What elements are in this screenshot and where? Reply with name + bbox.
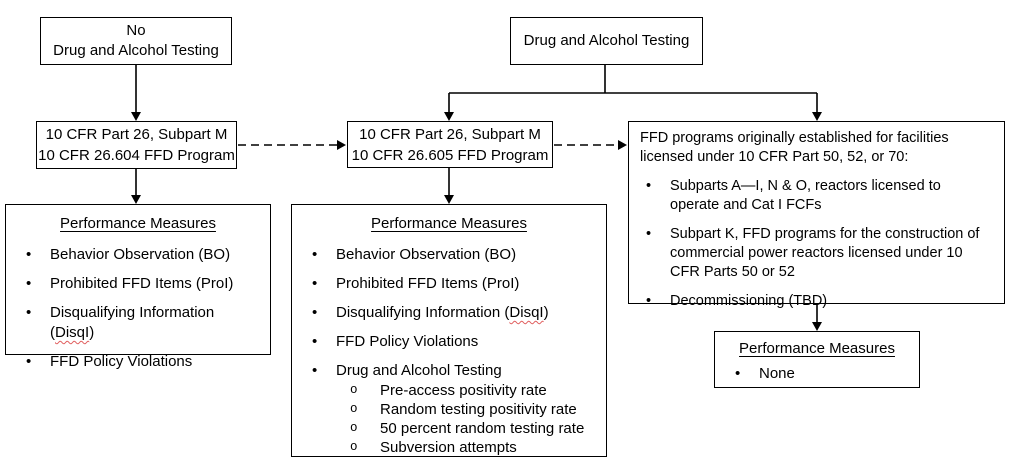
bullet-icon: • (312, 275, 318, 292)
list-item: • Subpart K, FFD programs for the constr… (646, 225, 993, 282)
pm-middle-title: Performance Measures (371, 215, 527, 232)
pm-middle-subitem-1: Pre-access positivity rate (380, 382, 547, 399)
circle-bullet-icon: o (350, 383, 358, 397)
bullet-icon: • (312, 362, 318, 379)
bullet-icon: • (646, 293, 652, 309)
circle-bullet-icon: o (350, 440, 358, 454)
box-no-drug-alcohol-testing: No Drug and Alcohol Testing (40, 17, 232, 65)
arrowhead-604-to-605 (337, 140, 346, 150)
bullet-icon: • (312, 246, 318, 263)
arrowhead-no-testing-to-604 (131, 112, 141, 121)
bullet-icon: • (312, 304, 318, 321)
disq-suffix: ) (89, 324, 95, 341)
list-item: • Decommissioning (TBD) (646, 292, 993, 311)
pm-left-item-3: Disqualifying Information (DisqI) (50, 303, 260, 343)
legacy-intro: FFD programs originally established for … (640, 130, 949, 165)
list-item: • FFD Policy Violations (312, 332, 596, 352)
disq-misspelled-word: DisqI (55, 324, 90, 341)
program-605-line2: 10 CFR 26.605 FFD Program (351, 146, 549, 164)
pm-middle-item-3: Disqualifying Information (DisqI) (336, 303, 596, 323)
pm-middle-subitem-3: 50 percent random testing rate (380, 420, 585, 437)
list-item: • FFD Policy Violations (26, 352, 260, 372)
arrowhead-604-to-pm-left (131, 195, 141, 204)
sub-list-item: o Subversion attempts (350, 438, 596, 457)
bullet-icon: • (26, 246, 32, 263)
pm-middle-subitem-2: Random testing positivity rate (380, 401, 577, 418)
pm-middle-subitem-4: Subversion attempts (380, 439, 517, 456)
sub-list-item: o Pre-access positivity rate (350, 381, 596, 400)
testing-label: Drug and Alcohol Testing (523, 32, 690, 49)
disq-prefix: Disqualifying Information ( (50, 304, 215, 341)
box-10cfr-26-604-program: 10 CFR Part 26, Subpart M 10 CFR 26.604 … (36, 121, 237, 169)
list-item: • Behavior Observation (BO) (312, 245, 596, 265)
bullet-icon: • (26, 353, 32, 370)
list-item: • Prohibited FFD Items (ProI) (312, 274, 596, 294)
program-605-line1: 10 CFR Part 26, Subpart M (359, 125, 541, 143)
sub-list-item: o Random testing positivity rate (350, 400, 596, 419)
pm-middle-item-5: Drug and Alcohol Testing (336, 362, 502, 379)
box-drug-alcohol-testing: Drug and Alcohol Testing (510, 17, 703, 65)
bullet-icon: • (26, 275, 32, 292)
list-item: • Drug and Alcohol Testing (312, 361, 596, 381)
box-legacy-ffd-programs: FFD programs originally established for … (628, 121, 1005, 309)
disq-prefix: Disqualifying Information ( (336, 304, 510, 321)
arrowhead-testing-to-legacy (812, 112, 822, 121)
no-testing-line2: Drug and Alcohol Testing (53, 42, 219, 59)
list-item: • None (735, 364, 909, 384)
list-item: • Disqualifying Information (DisqI) (26, 303, 260, 343)
box-performance-measures-605: Performance Measures • Behavior Observat… (291, 204, 607, 457)
list-item: • Prohibited FFD Items (ProI) (26, 274, 260, 294)
sub-list-item: o 50 percent random testing rate (350, 419, 596, 438)
box-performance-measures-604: Performance Measures • Behavior Observat… (5, 204, 271, 370)
program-604-line2: 10 CFR 26.604 FFD Program (38, 147, 235, 164)
pm-middle-item-1: Behavior Observation (BO) (336, 246, 517, 263)
no-testing-line1: No (126, 22, 146, 39)
arrowhead-legacy-to-pm-none (812, 322, 822, 331)
disq-misspelled-word: DisqI (509, 304, 544, 321)
bullet-icon: • (735, 365, 741, 382)
pm-left-item-4: FFD Policy Violations (50, 353, 193, 370)
legacy-bullet-1: Subparts A—I, N & O, reactors licensed t… (670, 178, 941, 213)
list-item: • Disqualifying Information (DisqI) (312, 303, 596, 323)
arrowhead-605-to-legacy (618, 140, 627, 150)
circle-bullet-icon: o (350, 421, 358, 435)
disq-suffix: ) (543, 304, 549, 321)
pm-left-title: Performance Measures (60, 215, 216, 232)
circle-bullet-icon: o (350, 402, 358, 416)
pm-left-item-2: Prohibited FFD Items (ProI) (50, 275, 234, 292)
pm-middle-item-2: Prohibited FFD Items (ProI) (336, 275, 520, 292)
bullet-icon: • (26, 304, 32, 321)
pm-none-title: Performance Measures (739, 340, 895, 357)
arrowhead-605-to-pm-middle (444, 195, 454, 204)
legacy-bullet-2: Subpart K, FFD programs for the construc… (670, 226, 980, 280)
pm-middle-item-4: FFD Policy Violations (336, 333, 479, 350)
arrowhead-testing-to-605 (444, 112, 454, 121)
bullet-icon: • (646, 178, 652, 194)
pm-left-item-1: Behavior Observation (BO) (50, 246, 231, 263)
list-item: • Subparts A—I, N & O, reactors licensed… (646, 177, 993, 215)
program-604-line1: 10 CFR Part 26, Subpart M (45, 126, 228, 143)
box-performance-measures-none: Performance Measures • None (714, 331, 920, 388)
box-10cfr-26-605-program: 10 CFR Part 26, Subpart M 10 CFR 26.605 … (347, 121, 553, 168)
branch-testing (448, 65, 818, 113)
bullet-icon: • (646, 226, 652, 242)
list-item: • Behavior Observation (BO) (26, 245, 260, 265)
legacy-bullet-3: Decommissioning (TBD) (670, 293, 828, 309)
pm-none-item-1: None (759, 365, 795, 382)
bullet-icon: • (312, 333, 318, 350)
